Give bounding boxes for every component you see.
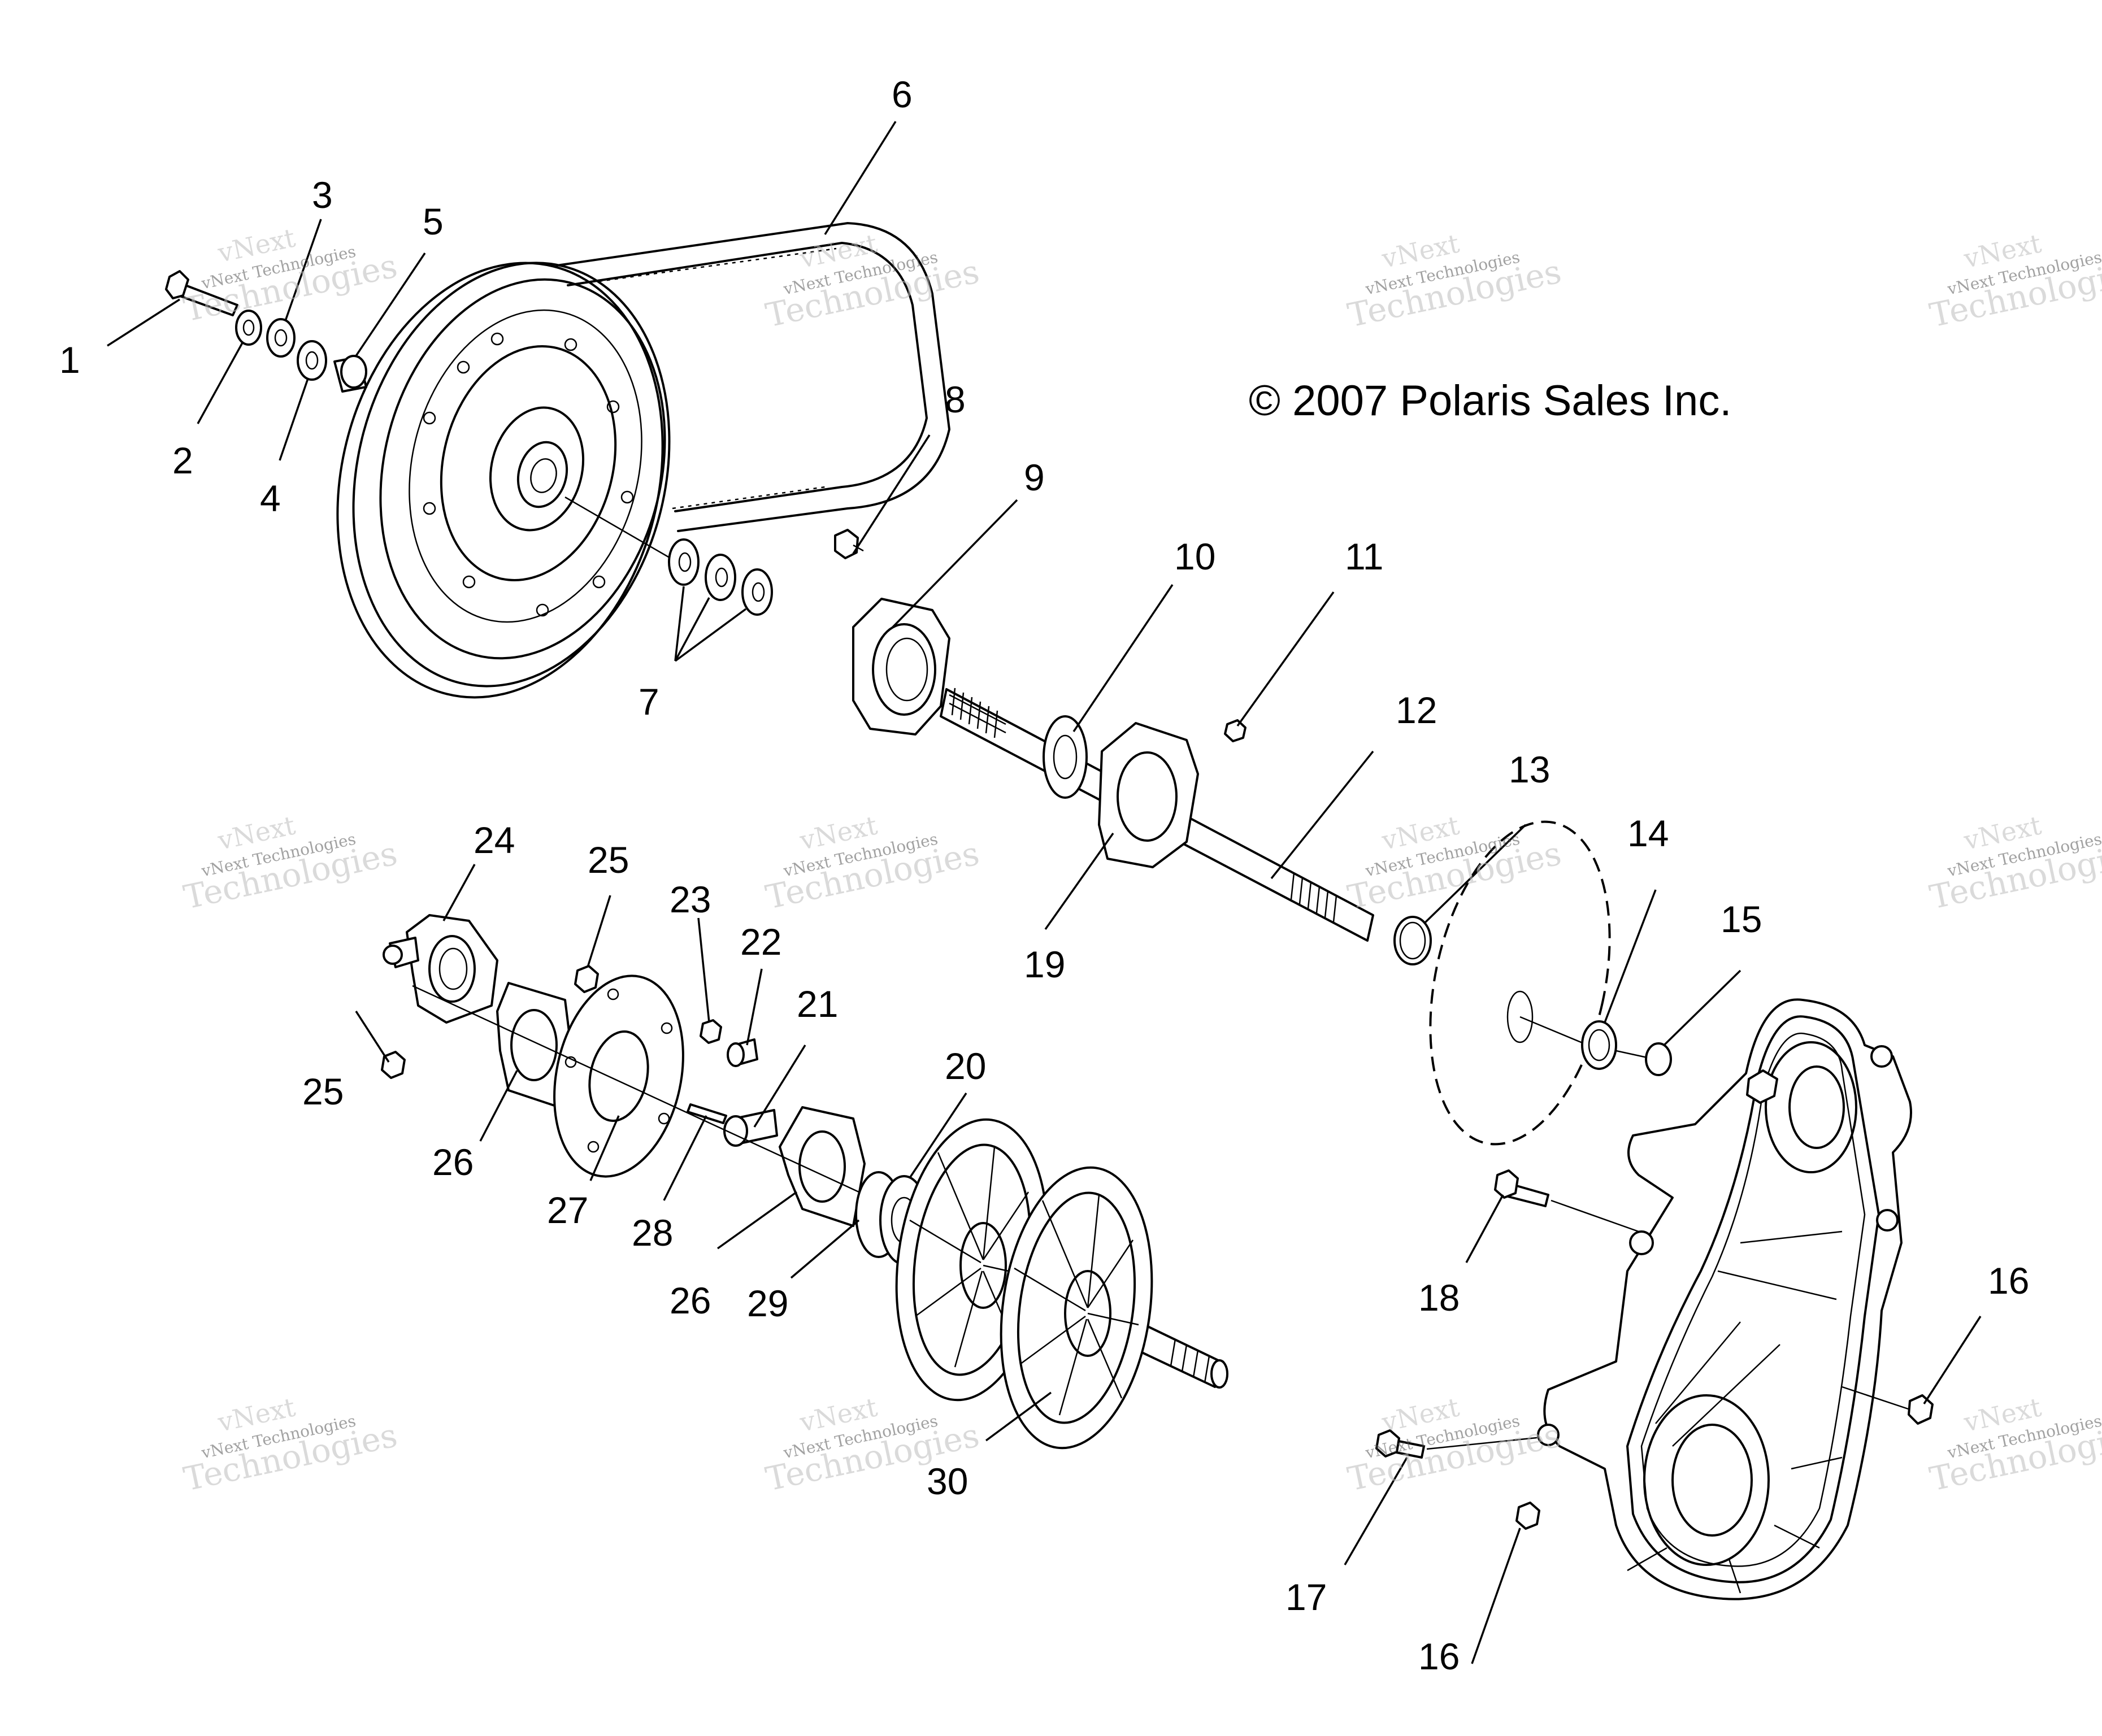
sprocket-disc bbox=[1429, 820, 1672, 1146]
spacer-washers bbox=[564, 496, 773, 616]
callout-25-left: 25 bbox=[302, 1071, 344, 1112]
callout-16-bottom: 16 bbox=[1418, 1635, 1460, 1677]
drive-belt bbox=[555, 222, 950, 532]
bolt-and-washers bbox=[165, 270, 367, 393]
callout-4: 4 bbox=[260, 477, 281, 519]
callout-24: 24 bbox=[474, 819, 515, 861]
driven-pulley bbox=[336, 262, 671, 699]
callout-16-right: 16 bbox=[1988, 1260, 2029, 1302]
callout-5: 5 bbox=[423, 201, 444, 242]
callout-labels: 1 2 3 4 5 6 7 8 9 10 11 12 13 14 15 16 1… bbox=[59, 73, 2029, 1677]
callout-15: 15 bbox=[1721, 898, 1762, 940]
callout-3: 3 bbox=[312, 174, 333, 216]
callout-18: 18 bbox=[1418, 1277, 1460, 1319]
callout-19: 19 bbox=[1024, 943, 1065, 985]
callout-6: 6 bbox=[892, 73, 913, 115]
callout-25-top: 25 bbox=[588, 839, 629, 881]
callout-30: 30 bbox=[927, 1460, 968, 1502]
callout-12: 12 bbox=[1396, 689, 1437, 731]
chaincase-cover bbox=[1537, 998, 1912, 1600]
callout-27: 27 bbox=[547, 1189, 588, 1231]
chaincase-fasteners bbox=[1375, 1169, 1934, 1530]
callout-10: 10 bbox=[1174, 536, 1215, 577]
callout-20: 20 bbox=[945, 1045, 986, 1087]
callout-13: 13 bbox=[1509, 749, 1550, 790]
callout-7: 7 bbox=[639, 681, 659, 723]
track-driveshaft bbox=[381, 914, 1228, 1450]
callout-28: 28 bbox=[632, 1212, 673, 1254]
leader-lines bbox=[107, 121, 1982, 1664]
callout-8: 8 bbox=[945, 378, 966, 420]
callout-26-left: 26 bbox=[432, 1141, 474, 1183]
copyright-notice: © 2007 Polaris Sales Inc. bbox=[1249, 377, 1731, 425]
callout-23: 23 bbox=[670, 878, 711, 920]
callout-9: 9 bbox=[1024, 456, 1045, 498]
callout-29: 29 bbox=[747, 1282, 788, 1324]
callout-1: 1 bbox=[59, 339, 80, 381]
callout-22: 22 bbox=[740, 921, 781, 963]
callout-26-right: 26 bbox=[670, 1280, 711, 1321]
jackshaft bbox=[834, 529, 1432, 965]
callout-14: 14 bbox=[1627, 812, 1669, 854]
callout-11: 11 bbox=[1345, 536, 1384, 577]
callout-2: 2 bbox=[172, 440, 193, 481]
callout-21: 21 bbox=[797, 983, 838, 1025]
callout-17: 17 bbox=[1285, 1576, 1327, 1618]
